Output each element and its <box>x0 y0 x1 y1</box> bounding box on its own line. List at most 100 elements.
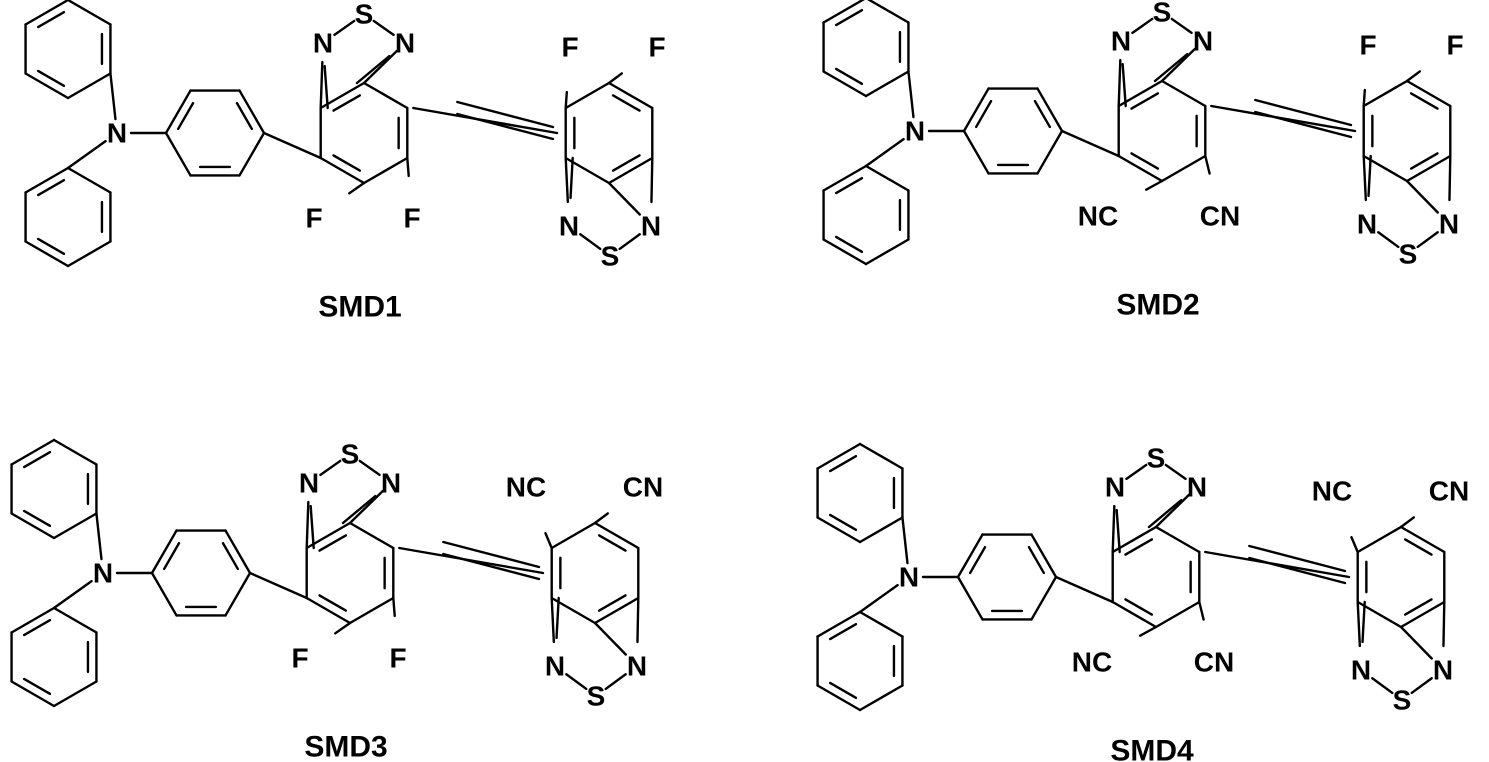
n-s-bond <box>319 459 342 477</box>
acceptor-ring-bond <box>593 596 640 625</box>
n-s-bond <box>1377 231 1400 249</box>
lower-phenyl-bond <box>864 164 910 192</box>
thiadiazole-s: S <box>1147 443 1166 474</box>
core-ring-bond <box>362 156 409 185</box>
n-s-bond <box>579 233 602 251</box>
phenylene-bond <box>150 529 178 575</box>
core-n-bond <box>362 49 399 85</box>
alkyne-bond <box>1248 544 1347 573</box>
phenylene-bond-inner <box>1033 99 1052 129</box>
amine-nitrogen-label: N <box>899 562 919 593</box>
n-s-bond <box>1416 231 1439 249</box>
thiadiazole-s: S <box>1153 0 1172 28</box>
core-substituent-right: CN <box>1200 201 1240 232</box>
alkyne-bond <box>1254 98 1353 127</box>
acceptor-ring-bond-inner <box>597 534 627 552</box>
thiadiazole-n-right: N <box>1433 655 1453 686</box>
acceptor-ring-bond <box>1405 154 1452 183</box>
acceptor-ring-bond <box>1399 525 1446 554</box>
phenylene-bond <box>962 129 990 175</box>
acceptor-n-bond <box>1405 179 1439 214</box>
n-s-bond <box>333 19 356 37</box>
phenylene-bond <box>238 131 266 177</box>
acceptor-ring-bond <box>550 521 597 550</box>
phenylene-bond <box>150 571 178 617</box>
lower-phenyl-bond <box>66 166 112 194</box>
acceptor-n-bond <box>650 156 654 204</box>
acceptor-n-bond <box>1448 154 1452 202</box>
acceptor-n-bond <box>550 596 556 644</box>
acceptor-substituent-left: NC <box>506 472 546 503</box>
core-substituent-right: F <box>389 643 406 674</box>
lower-phenyl-bond <box>24 240 70 268</box>
lower-phenyl-bond-inner <box>22 677 52 696</box>
lower-phenyl-bond <box>816 610 862 638</box>
aryl-core-bond <box>248 571 308 600</box>
core-ring-bond-inner <box>1124 538 1154 556</box>
lower-phenyl-bond <box>10 606 56 634</box>
upper-phenyl-bond <box>10 438 56 466</box>
acceptor-substituent-right: F <box>1446 30 1463 61</box>
core-n-double <box>309 504 315 550</box>
upper-phenyl-bond <box>52 438 98 466</box>
upper-phenyl-bond-inner <box>36 69 66 88</box>
core-n-bond <box>319 60 324 110</box>
acceptor-substituent-left: F <box>1359 30 1376 61</box>
phenylene-bond <box>238 89 266 135</box>
acceptor-ring-bond-inner <box>611 154 641 172</box>
core-n-bond <box>348 489 385 525</box>
acceptor-ring-bond <box>1362 79 1409 108</box>
lower-phenyl-bond-inner <box>828 681 858 700</box>
core-substituent-bond <box>392 596 396 618</box>
acceptor-n-bond <box>607 181 641 216</box>
core-n-double <box>1115 508 1121 554</box>
aryl-core-bond <box>1054 575 1114 604</box>
acceptor-n-double <box>1367 154 1372 198</box>
upper-phenyl-bond-inner <box>834 67 864 86</box>
n-s-bond <box>1125 463 1148 481</box>
amine-nitrogen-label: N <box>93 558 113 589</box>
core-n-double <box>1147 498 1183 529</box>
n-s-bond <box>1410 677 1433 695</box>
core-ring-bond <box>305 596 352 625</box>
aryl-core-bond <box>262 131 322 160</box>
core-substituent-left: F <box>291 643 308 674</box>
lower-phenyl-bond-inner <box>834 176 864 195</box>
n-s-bond <box>358 459 381 477</box>
compound-label: SMD1 <box>318 291 401 324</box>
core-ring-bond <box>1111 600 1158 629</box>
thiadiazole-n-right: N <box>1193 26 1213 57</box>
thiadiazole-n-left: N <box>559 211 579 242</box>
acceptor-ring-bond <box>593 521 640 550</box>
thiadiazole-s: S <box>587 681 606 712</box>
phenylene-bond <box>1030 575 1058 621</box>
acceptor-substituent-right: CN <box>623 472 663 503</box>
thiadiazole-n-right: N <box>395 28 415 59</box>
core-substituent-bond <box>334 621 352 635</box>
acceptor-ring-bond <box>607 156 654 185</box>
core-n-bond <box>1117 58 1122 108</box>
core-substituent-bond <box>1198 600 1205 621</box>
acceptor-substituent-left: F <box>561 32 578 63</box>
phenylene-bond <box>956 533 984 579</box>
thiadiazole-n-left: N <box>313 28 333 59</box>
lower-phenyl-bond <box>822 238 868 266</box>
upper-phenyl-bond-inner <box>834 8 864 27</box>
thiadiazole-s: S <box>341 439 360 470</box>
core-n-double <box>355 54 391 85</box>
thiadiazole-n-left: N <box>1105 472 1125 503</box>
core-n-double <box>341 494 377 525</box>
alkyne-bond <box>456 112 555 141</box>
acceptor-n-bond <box>1442 600 1446 648</box>
lower-phenyl-bond <box>816 684 862 712</box>
core-ring-bond <box>362 81 409 110</box>
acceptor-substituent-right: CN <box>1429 476 1469 507</box>
acceptor-ring-bond-inner <box>1403 598 1433 616</box>
upper-phenyl-bond <box>10 512 56 540</box>
acceptor-n-bond <box>1356 600 1362 648</box>
alkyne-bond <box>442 552 541 581</box>
n-s-bond <box>565 673 588 691</box>
